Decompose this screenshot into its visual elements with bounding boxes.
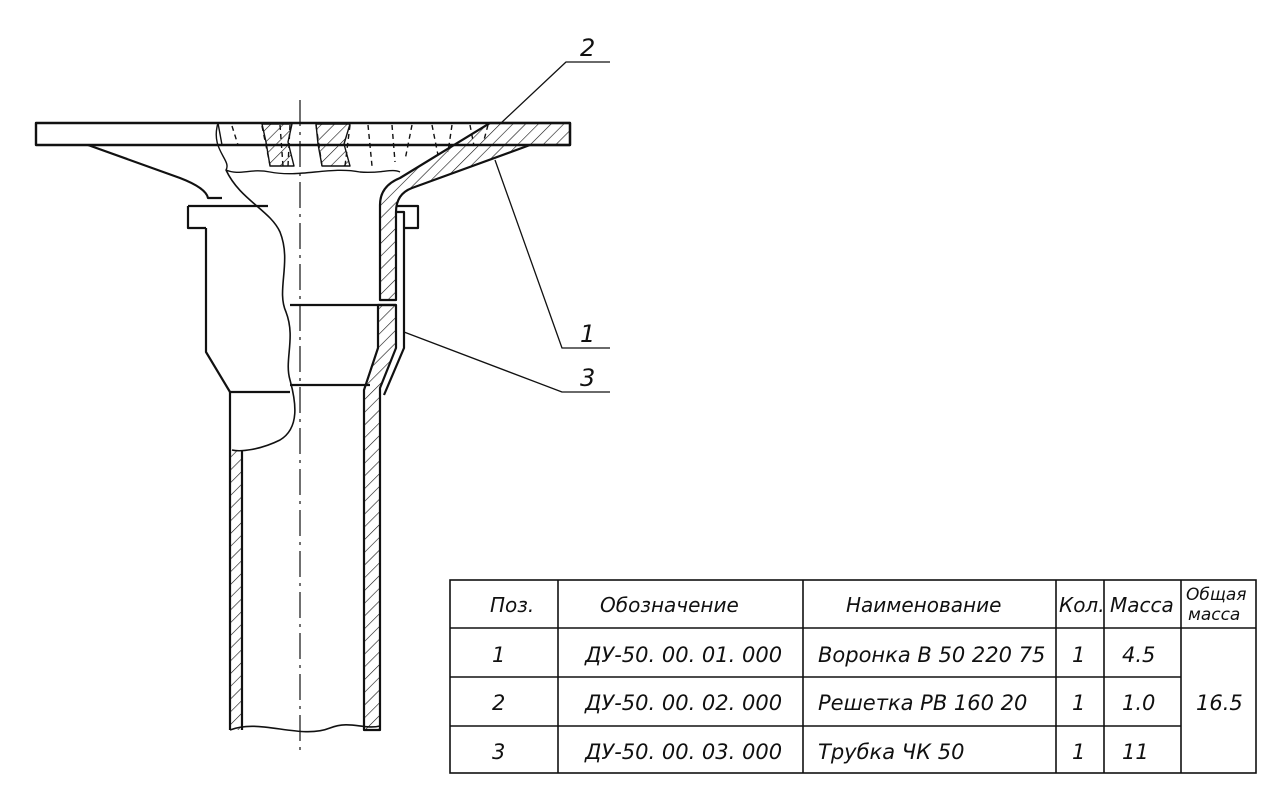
break-line-vertical xyxy=(225,169,296,452)
specification-table: Поз. Обозначение Наименование Кол. Масса… xyxy=(449,579,1257,774)
row1-mass: 4.5 xyxy=(1122,643,1155,667)
row2-mass: 1.0 xyxy=(1122,691,1155,715)
header-name: Наименование xyxy=(846,593,1001,617)
row2-qty: 1 xyxy=(1072,691,1085,715)
grate-part-2 xyxy=(217,122,489,167)
left-funnel-wing xyxy=(87,143,222,200)
header-total-mass-2: масса xyxy=(1188,605,1240,625)
funnel-shell-part-1 xyxy=(378,121,572,302)
row3-qty: 1 xyxy=(1072,740,1085,764)
row2-pos: 2 xyxy=(492,691,505,715)
row2-name: Решетка РВ 160 20 xyxy=(818,691,1027,715)
leader-lines xyxy=(403,61,610,393)
total-mass-value: 16.5 xyxy=(1196,691,1243,715)
header-total-mass-1: Общая xyxy=(1186,585,1247,605)
callout-2: 2 xyxy=(580,34,595,62)
row3-name: Трубка ЧК 50 xyxy=(818,740,964,764)
tube-adapter-part-3 xyxy=(362,303,398,732)
row3-designation: ДУ-50. 00. 03. 000 xyxy=(584,740,782,764)
header-pos: Поз. xyxy=(490,593,534,617)
callout-1: 1 xyxy=(580,320,595,348)
header-mass: Масса xyxy=(1110,593,1174,617)
row1-pos: 1 xyxy=(492,643,505,667)
row1-name: Воронка В 50 220 75 xyxy=(818,643,1045,667)
break-line-upper xyxy=(215,122,401,175)
row3-pos: 3 xyxy=(492,740,505,764)
pipe-bottom-break xyxy=(229,724,381,733)
header-designation: Обозначение xyxy=(600,593,739,617)
collar-ring xyxy=(186,204,420,230)
funnel-body-left xyxy=(204,228,231,393)
drain-assembly-drawing xyxy=(34,61,610,752)
row3-mass: 11 xyxy=(1122,740,1149,764)
callout-3: 3 xyxy=(580,364,595,392)
row1-designation: ДУ-50. 00. 01. 000 xyxy=(584,643,782,667)
header-qty: Кол. xyxy=(1059,593,1105,617)
row1-qty: 1 xyxy=(1072,643,1085,667)
row2-designation: ДУ-50. 00. 02. 000 xyxy=(584,691,782,715)
